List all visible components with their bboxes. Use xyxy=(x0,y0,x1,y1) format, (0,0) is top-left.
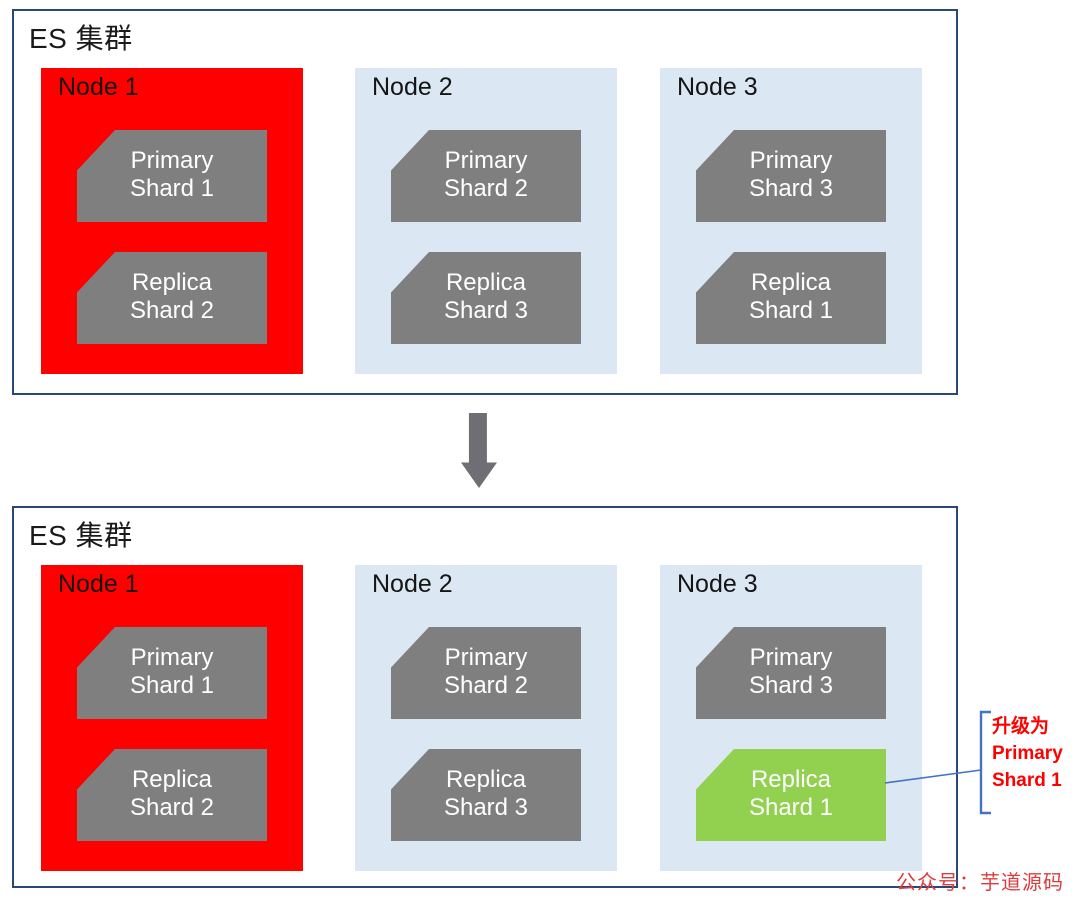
node-label: Node 3 xyxy=(677,73,758,101)
shard-subtitle: Shard 3 xyxy=(748,175,834,202)
annotation-line: Shard 1 xyxy=(992,770,1062,791)
node-label: Node 1 xyxy=(58,73,139,101)
cluster-title: ES 集群 xyxy=(29,23,133,54)
replica-shard-3-before: Replica Shard 3 xyxy=(391,252,581,344)
annotation-line: Primary xyxy=(992,743,1063,764)
annotation-bracket xyxy=(979,710,991,815)
watermark: 公众号：芋道源码 xyxy=(896,872,1064,894)
primary-shard-3-before: Primary Shard 3 xyxy=(696,130,886,222)
shard-title: Replica xyxy=(131,766,213,793)
replica-shard-2-before: Replica Shard 2 xyxy=(77,252,267,344)
shard-subtitle: Shard 2 xyxy=(443,175,529,202)
shard-title: Replica xyxy=(445,766,527,793)
shard-title: Primary xyxy=(130,644,214,671)
primary-shard-1-after: Primary Shard 1 xyxy=(77,627,267,719)
shard-subtitle: Shard 2 xyxy=(129,794,215,821)
node-label: Node 3 xyxy=(677,570,758,598)
primary-shard-3-after: Primary Shard 3 xyxy=(696,627,886,719)
cluster-title: ES 集群 xyxy=(29,520,133,551)
down-arrow-icon xyxy=(461,413,497,488)
shard-subtitle: Shard 1 xyxy=(129,672,215,699)
node-label: Node 2 xyxy=(372,73,453,101)
node-1-after: Node 1 Primary Shard 1 Replica Shard 2 xyxy=(41,565,303,871)
replica-shard-1-promoted: Replica Shard 1 xyxy=(696,749,886,841)
shard-subtitle: Shard 1 xyxy=(129,175,215,202)
node-3-after: Node 3 Primary Shard 3 Replica Shard 1 xyxy=(660,565,922,871)
shard-subtitle: Shard 2 xyxy=(443,672,529,699)
primary-shard-2-after: Primary Shard 2 xyxy=(391,627,581,719)
shard-title: Primary xyxy=(444,147,528,174)
node-2-before: Node 2 Primary Shard 2 Replica Shard 3 xyxy=(355,68,617,374)
shard-title: Primary xyxy=(130,147,214,174)
shard-subtitle: Shard 2 xyxy=(129,297,215,324)
shard-subtitle: Shard 1 xyxy=(748,794,834,821)
replica-shard-2-after: Replica Shard 2 xyxy=(77,749,267,841)
shard-title: Replica xyxy=(750,766,832,793)
promotion-annotation: 升级为 Primary Shard 1 xyxy=(992,713,1078,794)
shard-subtitle: Shard 1 xyxy=(748,297,834,324)
shard-title: Replica xyxy=(445,269,527,296)
primary-shard-1-before: Primary Shard 1 xyxy=(77,130,267,222)
shard-title: Primary xyxy=(749,644,833,671)
shard-subtitle: Shard 3 xyxy=(443,297,529,324)
es-cluster-box-before: ES 集群 Node 1 Primary Shard 1 Replica Sha… xyxy=(12,9,958,395)
replica-shard-3-after: Replica Shard 3 xyxy=(391,749,581,841)
node-1-before: Node 1 Primary Shard 1 Replica Shard 2 xyxy=(41,68,303,374)
shard-title: Primary xyxy=(749,147,833,174)
node-label: Node 2 xyxy=(372,570,453,598)
shard-title: Replica xyxy=(750,269,832,296)
node-label: Node 1 xyxy=(58,570,139,598)
node-3-before: Node 3 Primary Shard 3 Replica Shard 1 xyxy=(660,68,922,374)
primary-shard-2-before: Primary Shard 2 xyxy=(391,130,581,222)
es-cluster-box-after: ES 集群 Node 1 Primary Shard 1 Replica Sha… xyxy=(12,506,958,888)
annotation-line: 升级为 xyxy=(992,716,1050,737)
shard-title: Primary xyxy=(444,644,528,671)
shard-subtitle: Shard 3 xyxy=(748,672,834,699)
replica-shard-1-before: Replica Shard 1 xyxy=(696,252,886,344)
shard-subtitle: Shard 3 xyxy=(443,794,529,821)
node-2-after: Node 2 Primary Shard 2 Replica Shard 3 xyxy=(355,565,617,871)
shard-title: Replica xyxy=(131,269,213,296)
